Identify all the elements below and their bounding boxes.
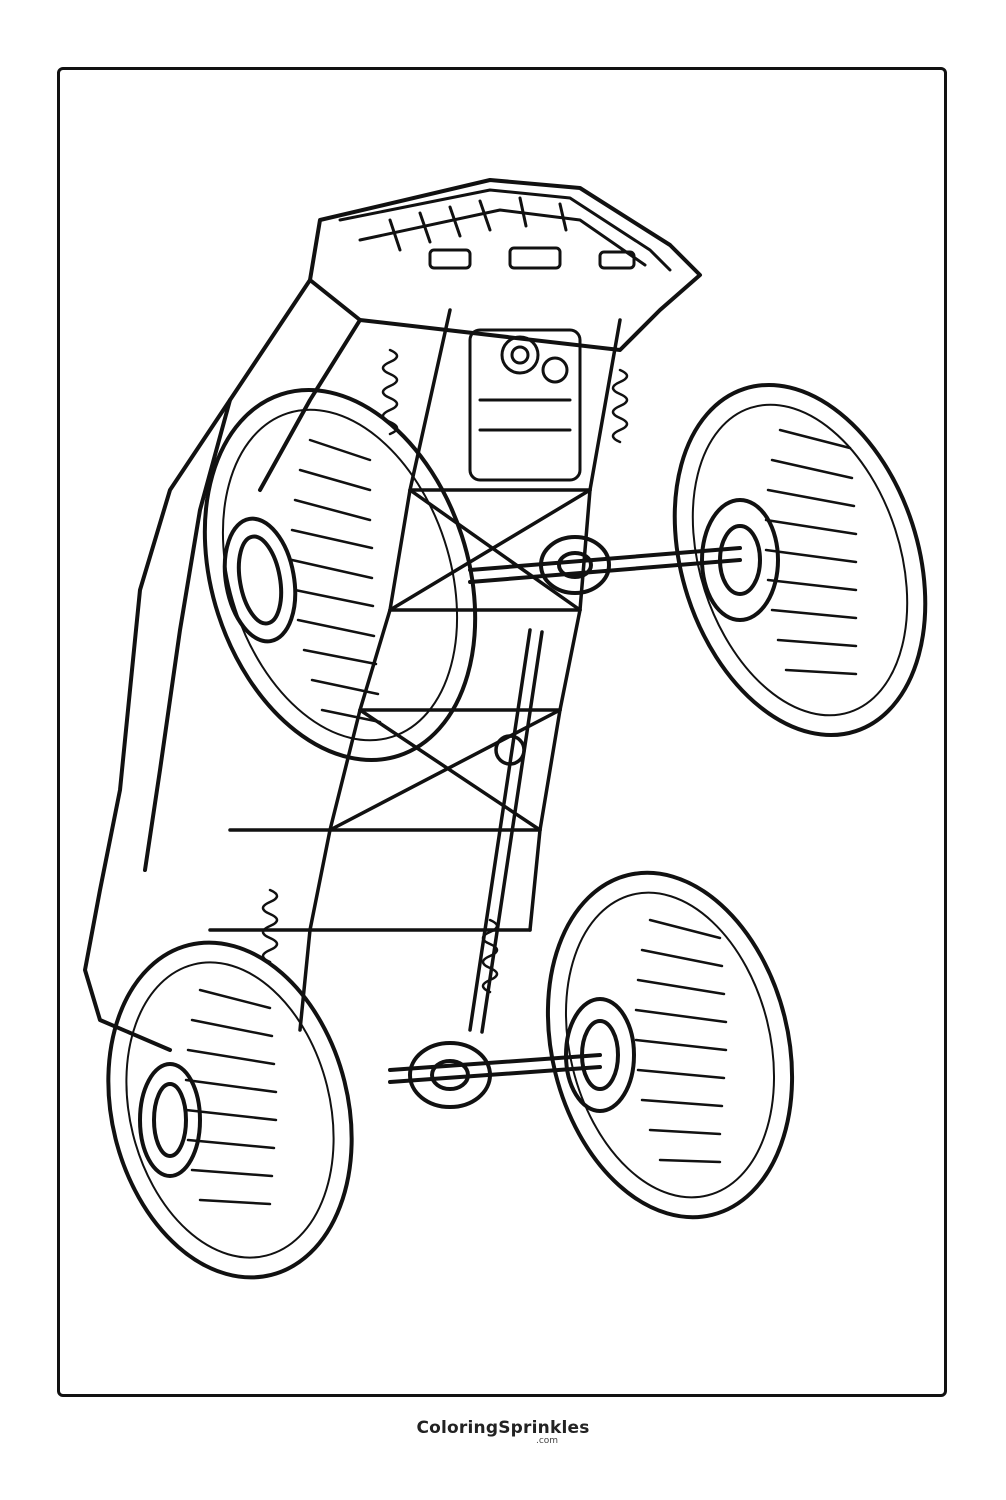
brand-logo: ColoringSprinkles .com [0, 1418, 1006, 1446]
front-left-tire [202, 388, 478, 762]
engine [468, 328, 582, 482]
drive-shaft [468, 628, 544, 1034]
rear-left-tire [106, 940, 354, 1280]
coloring-page-frame [57, 67, 947, 1397]
rear-right-tire [545, 870, 795, 1220]
monster-truck-illustration [83, 178, 928, 1280]
front-right-tire [672, 382, 928, 738]
front-axle [468, 535, 742, 595]
brand-name: ColoringSprinkles [416, 1418, 590, 1438]
truck-body [83, 178, 702, 1052]
front-grille [338, 188, 672, 272]
brand-domain: .com [535, 1436, 559, 1446]
chassis-frame [208, 308, 622, 1032]
